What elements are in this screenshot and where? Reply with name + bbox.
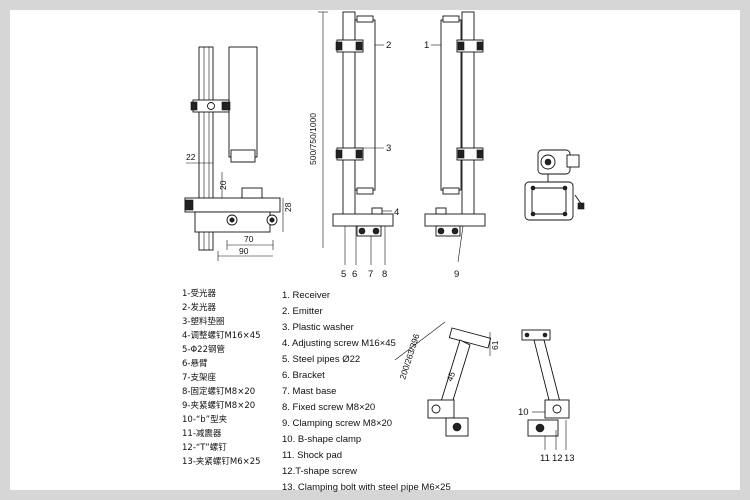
dim-h-range-label: 200/263/396: [397, 332, 421, 380]
legend-cn-item: 12-“T”螺钉: [182, 442, 227, 453]
legend-en-item: 10. B-shape clamp: [282, 434, 361, 445]
legend-cn-item: 6-悬臂: [182, 358, 208, 369]
callout-2: 2: [386, 40, 391, 51]
dim-90-label: 90: [239, 246, 249, 256]
legend-chinese: 1-受光器 2-发光器 3-塑料垫圈 4-调整螺钉M16×45 5-Φ22钢管 …: [182, 288, 261, 467]
legend-en-item: 7. Mast base: [282, 386, 336, 397]
callout-8: 8: [382, 269, 387, 280]
dim-61-label: 61: [490, 340, 500, 350]
legend-cn-item: 13-夹紧螺钉M6×25: [182, 456, 261, 467]
callout-3: 3: [386, 143, 391, 154]
legend-cn-item: 2-发光器: [182, 302, 216, 313]
callout-12: 12: [552, 453, 563, 464]
clamp-detail-view: [524, 149, 585, 221]
legend-en-item: 4. Adjusting screw M16×45: [282, 338, 396, 349]
callout-4: 4: [394, 207, 399, 218]
dim-28-label: 28: [283, 202, 293, 212]
callout-11: 11: [540, 453, 550, 464]
callout-1: 1: [424, 40, 429, 51]
angled-bracket-view-b: 10 11 12 13: [518, 329, 575, 464]
legend-en-item: 8. Fixed screw M8×20: [282, 402, 375, 413]
legend-cn-item: 10-“b”型夹: [182, 414, 228, 425]
dim-22-label: 22: [186, 152, 196, 162]
legend-cn-item: 8-固定螺钉M8×20: [182, 386, 255, 397]
callout-7: 7: [368, 269, 373, 280]
dim-70-label: 70: [244, 234, 254, 244]
legend-english: 1. Receiver 2. Emitter 3. Plastic washer…: [282, 290, 451, 493]
legend-en-item: 13. Clamping bolt with steel pipe M6×25: [282, 482, 451, 493]
legend-cn-item: 7-支架座: [182, 372, 216, 383]
legend-en-item: 2. Emitter: [282, 306, 323, 317]
callout-9: 9: [454, 269, 459, 280]
legend-cn-item: 1-受光器: [182, 288, 216, 299]
height-range-label: 500/750/1000: [308, 113, 318, 165]
legend-en-item: 3. Plastic washer: [282, 322, 354, 333]
legend-en-item: 9. Clamping screw M8×20: [282, 418, 392, 429]
legend-cn-item: 11-减震器: [182, 428, 222, 439]
side-view: 22 20 28 70 90: [184, 46, 293, 261]
legend-cn-item: 5-Φ22钢管: [182, 344, 225, 355]
legend-en-item: 5. Steel pipes Ø22: [282, 354, 360, 365]
front-view-receiver: 1 9: [424, 11, 486, 280]
base-bracket: [332, 213, 394, 227]
callout-10: 10: [518, 407, 529, 418]
dim-20-label: 20: [218, 180, 228, 190]
legend-en-item: 11. Shock pad: [282, 450, 342, 461]
legend-en-item: 6. Bracket: [282, 370, 325, 381]
legend-cn-item: 9-夹紧螺钉M8×20: [182, 400, 255, 411]
front-view-emitter: 500/750/1000 2 3 4 5 6 7 8: [308, 11, 399, 280]
legend-en-item: 1. Receiver: [282, 290, 330, 301]
callout-5: 5: [341, 269, 346, 280]
base-bracket: [184, 197, 281, 213]
callout-6: 6: [352, 269, 357, 280]
legend-cn-item: 3-塑料垫圈: [182, 316, 224, 327]
base-bracket: [424, 213, 486, 227]
angled-bracket-view-a: 200/263/396 61 45: [394, 321, 500, 437]
legend-cn-item: 4-调整螺钉M16×45: [182, 330, 261, 341]
angled-arm: [533, 339, 561, 405]
legend-en-item: 12.T-shape screw: [282, 466, 357, 477]
callout-13: 13: [564, 453, 575, 464]
emitter-cylinder: [228, 46, 258, 158]
dim-45-label: 45: [444, 370, 457, 383]
